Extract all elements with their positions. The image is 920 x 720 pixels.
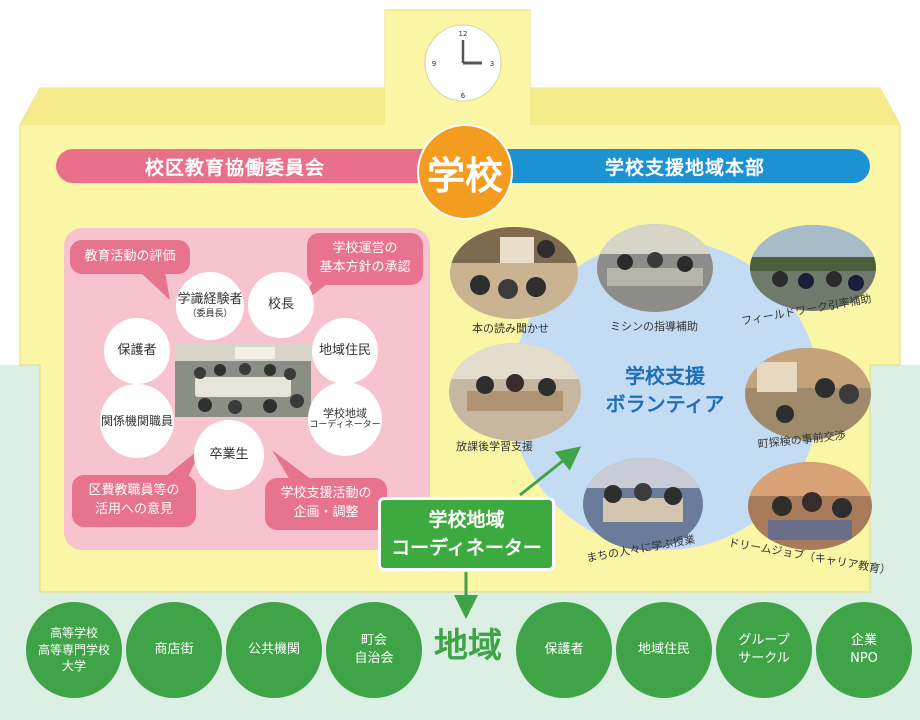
callout-staff: 区費教職員等の 活用への意見 [72, 475, 196, 527]
region-neighborhood-line1: 町会 [360, 632, 387, 648]
callout-policy: 学校運営の 基本方針の承認 [307, 233, 423, 285]
callout-policy-line1: 学校運営の [332, 241, 398, 257]
callout-planning: 学校支援活動の 企画・調整 [265, 478, 387, 530]
arrow-to-volunteer [519, 446, 582, 497]
label-after-school: 放課後学習支援 [456, 440, 533, 453]
member-experts: 学識経験者 （委員長） [176, 272, 244, 340]
clock-6: 6 [461, 92, 466, 100]
region-companies-line1: 企業 [850, 632, 877, 648]
member-experts-label: 学識経験者 [177, 292, 243, 308]
region-companies: 企業 NPO [816, 602, 912, 698]
region-schools-line1: 高等学校 [49, 625, 98, 640]
photo-after-school [449, 343, 581, 441]
member-coordinator-line1: 学校地域 [323, 406, 367, 420]
right-bar [475, 149, 870, 183]
clock-12: 12 [459, 30, 468, 38]
region-groups-line2: サークル [738, 651, 790, 666]
member-graduates: 卒業生 [194, 420, 264, 490]
region-groups: グループ サークル [716, 602, 812, 698]
clock-3: 3 [490, 60, 494, 68]
region-title: 地域 [434, 626, 502, 666]
callout-staff-pointer [165, 447, 202, 477]
member-residents: 地域住民 [312, 318, 378, 384]
member-coordinator-line2: コーディネーター [309, 420, 381, 431]
coordinator-box: 学校地域 コーディネーター [378, 497, 555, 571]
volunteer-area [510, 240, 820, 550]
region-shopping-street: 商店街 [126, 602, 222, 698]
photo-town-people [583, 458, 703, 550]
volunteer-title-line2: ボランティア [605, 392, 725, 416]
photo-town-exploration [745, 348, 871, 440]
volunteer-title: 学校支援 ボランティア [585, 362, 745, 418]
region-schools-line2: 高等専門学校 [37, 642, 110, 657]
region-companies-line2: NPO [850, 651, 878, 666]
callout-evaluation: 教育活動の評価 [70, 240, 190, 274]
region-schools-line3: 大学 [61, 659, 86, 674]
callout-staff-line2: 活用への意見 [94, 502, 173, 517]
callout-planning-pointer [272, 450, 312, 480]
left-bar [56, 149, 456, 183]
left-bar-label: 校区教育協働委員会 [144, 156, 325, 179]
region-public-agencies: 公共機関 [226, 602, 322, 698]
region-residents: 地域住民 [616, 602, 712, 698]
member-agency-staff: 関係機関職員 [100, 384, 174, 458]
coordinator-box-line2: コーディネーター [391, 537, 542, 559]
region-schools: 高等学校 高等専門学校 大学 [26, 602, 122, 698]
member-principal: 校長 [248, 272, 314, 338]
region-groups-line1: グループ [738, 632, 790, 648]
coordinator-box-line1: 学校地域 [428, 508, 505, 531]
callout-staff-line1: 区費教職員等の [88, 483, 180, 499]
member-guardians: 保護者 [104, 318, 170, 384]
photo-sewing [597, 224, 713, 312]
photo-dream-job [748, 462, 872, 550]
label-reading: 本の読み聞かせ [472, 322, 549, 335]
volunteer-title-line1: 学校支援 [625, 364, 705, 388]
callout-planning-line2: 企画・調整 [293, 505, 359, 520]
school-circle: 学校 [417, 124, 513, 220]
region-neighborhood-line2: 自治会 [354, 651, 394, 666]
member-experts-note: （委員長） [187, 308, 233, 319]
region-neighborhood-assoc: 町会 自治会 [326, 602, 422, 698]
right-bar-label: 学校支援地域本部 [604, 156, 765, 179]
region-guardians: 保護者 [516, 602, 612, 698]
callout-planning-line1: 学校支援活動の [280, 486, 372, 502]
callout-evaluation-pointer [140, 272, 170, 300]
callout-policy-line2: 基本方針の承認 [319, 260, 411, 275]
member-coordinator: 学校地域 コーディネーター [308, 382, 382, 456]
meeting-photo [175, 343, 311, 417]
photo-reading [450, 227, 578, 319]
label-sewing: ミシンの指導補助 [610, 320, 698, 333]
clock-9: 9 [432, 60, 436, 68]
clock: 12 3 6 9 [424, 24, 502, 102]
